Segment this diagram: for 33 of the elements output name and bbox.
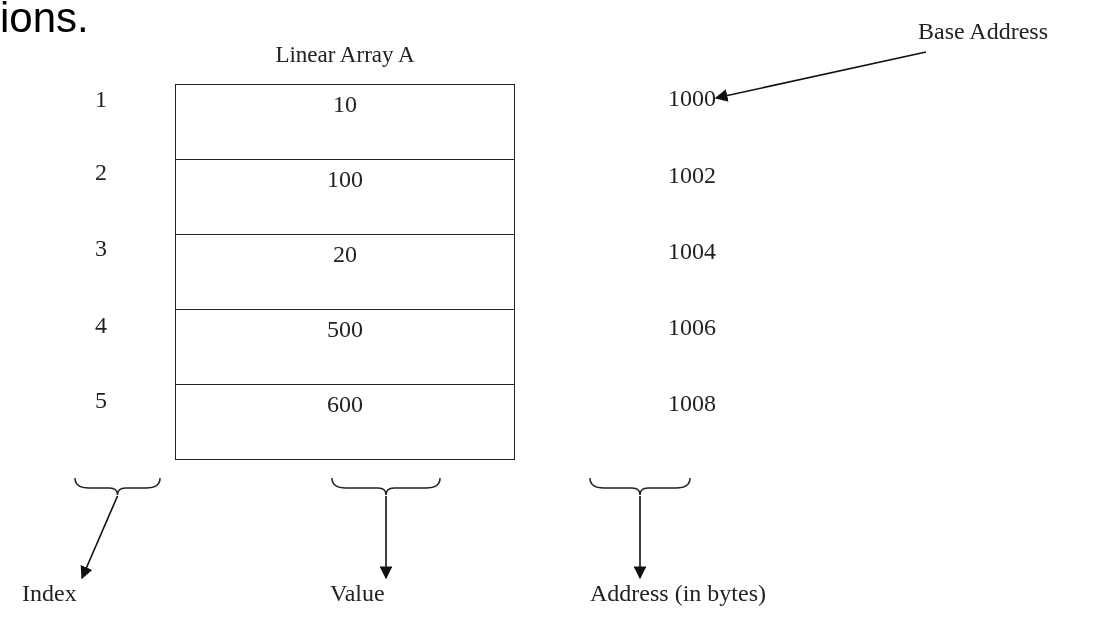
index-number: 1 [95, 85, 107, 114]
address-label: Address (in bytes) [590, 578, 766, 608]
arrow [714, 51, 927, 102]
index-label: Index [22, 578, 77, 608]
cell-value: 600 [326, 390, 364, 419]
cell-value: 10 [332, 90, 358, 119]
address-text: 1008 [668, 389, 716, 418]
base-address-label: Base Address [918, 16, 1048, 46]
cell-value: 20 [332, 240, 358, 269]
arrow [379, 495, 393, 580]
index-number: 2 [95, 158, 107, 187]
curly-brace [589, 477, 691, 496]
arrow [80, 495, 119, 580]
address-text: 1006 [668, 313, 716, 342]
address-text: 1004 [668, 237, 716, 266]
cell-value: 100 [326, 165, 364, 194]
array-title: Linear Array A [274, 41, 416, 69]
array-cell [175, 84, 515, 160]
value-label: Value [330, 578, 385, 608]
array-cell [175, 309, 515, 385]
arrow [633, 495, 647, 580]
heading-fragment: ions. [0, 0, 89, 43]
array-cell [175, 234, 515, 310]
array-cell [175, 384, 515, 460]
curly-brace [331, 477, 441, 496]
address-text: 1000 [668, 83, 716, 113]
cell-value: 500 [326, 315, 364, 344]
curly-brace [74, 477, 161, 496]
index-number: 5 [95, 386, 107, 415]
index-number: 3 [95, 234, 107, 263]
array-cell [175, 159, 515, 235]
index-number: 4 [95, 311, 107, 340]
address-text: 1002 [668, 161, 716, 190]
